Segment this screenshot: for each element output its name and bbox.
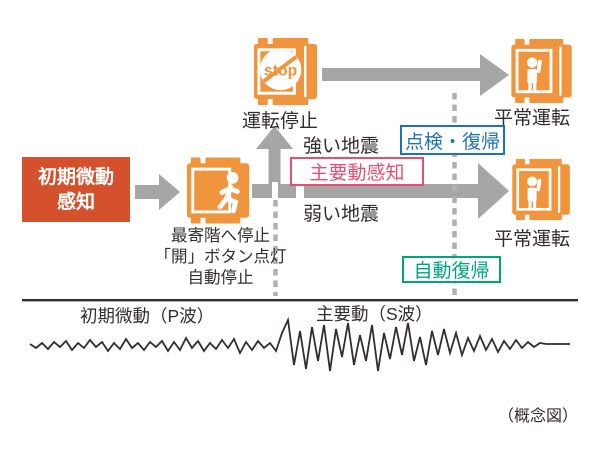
- arrow-right-top-icon: [322, 54, 509, 96]
- elevator-stop-icon: stop: [251, 37, 322, 106]
- stop-icon-text: stop: [264, 62, 297, 79]
- note-line2: 「開」ボタン点灯: [154, 248, 287, 266]
- inspection-return-box: 点検・復帰: [400, 125, 505, 155]
- auto-return-box: 自動復帰: [402, 256, 501, 283]
- nearest-floor-stop-note: 最寄階へ停止 「開」ボタン点灯 自動停止: [143, 226, 298, 289]
- standing-person-elevator-icon-top: [509, 38, 576, 104]
- arrow-gap: [296, 182, 304, 200]
- normal-operation-label-mid: 平常運転: [493, 229, 570, 250]
- note-line1: 最寄階へ停止: [171, 227, 270, 245]
- note-line3: 自動停止: [187, 269, 254, 287]
- running-person-elevator-icon: [185, 156, 253, 225]
- conceptual-diagram-caption: （概念図）: [498, 408, 579, 425]
- arrow-right-lower-icon: [252, 163, 509, 219]
- auto-return-text: 自動復帰: [413, 261, 490, 282]
- arrow-gap: [272, 182, 278, 200]
- main-motion-detection-box: 主要動感知: [290, 157, 424, 186]
- main-motion-text: 主要動感知: [309, 163, 405, 184]
- arrow-up-icon: [256, 126, 293, 193]
- initial-tremor-detection-box: 初期微動 感知: [22, 157, 130, 222]
- start-box-line2: 感知: [56, 191, 95, 213]
- weak-quake-label: 弱い地震: [303, 204, 380, 225]
- inspection-return-text: 点検・復帰: [404, 131, 500, 153]
- arrow-right-icon: [135, 174, 180, 210]
- operation-stopped-label: 運転停止: [241, 111, 318, 132]
- divider-line: [22, 299, 578, 302]
- strong-quake-label: 強い地震: [303, 136, 380, 157]
- normal-operation-label-top: 平常運転: [493, 108, 570, 129]
- s-wave-label: 主要動（S波）: [316, 304, 433, 324]
- start-box-line1: 初期微動: [37, 166, 114, 188]
- seismic-waveform: [29, 316, 570, 372]
- standing-person-elevator-icon-mid: [509, 158, 575, 221]
- p-wave-label: 初期微動（P波）: [80, 306, 215, 326]
